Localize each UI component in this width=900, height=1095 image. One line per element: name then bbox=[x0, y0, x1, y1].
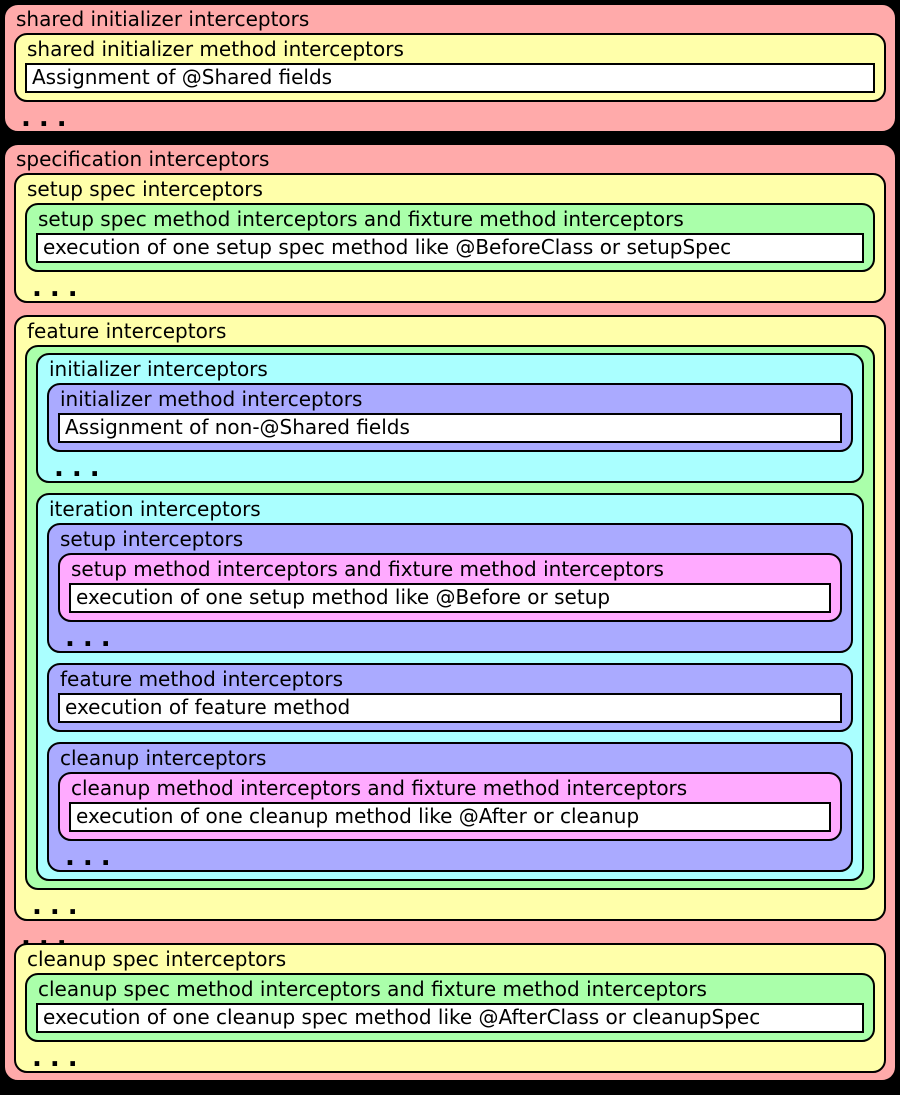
setup-action: execution of one setup method like @Befo… bbox=[69, 583, 831, 613]
shared-initializer-action: Assignment of @Shared fields bbox=[25, 63, 875, 93]
feature-interceptors-label: feature interceptors bbox=[27, 319, 227, 343]
setup-method-interceptors-box: setup method interceptors and fixture me… bbox=[58, 553, 842, 622]
feature-interceptors-box: feature interceptors initializer interce… bbox=[14, 315, 886, 921]
ellipsis: ... bbox=[65, 623, 119, 653]
iteration-interceptors-label: iteration interceptors bbox=[49, 497, 261, 521]
interceptor-diagram: shared initializer interceptors shared i… bbox=[0, 3, 900, 1082]
cleanup-spec-interceptors-box: cleanup spec interceptors cleanup spec m… bbox=[14, 943, 886, 1073]
iteration-interceptors-box: iteration interceptors setup interceptor… bbox=[36, 493, 864, 881]
ellipsis: ... bbox=[54, 453, 108, 483]
setup-spec-method-interceptors-box: setup spec method interceptors and fixtu… bbox=[25, 203, 875, 272]
shared-initializer-method-interceptors-box: shared initializer method interceptors A… bbox=[14, 33, 886, 102]
cleanup-action: execution of one cleanup method like @Af… bbox=[69, 802, 831, 832]
shared-initializer-method-interceptors-label: shared initializer method interceptors bbox=[27, 37, 404, 61]
cleanup-spec-method-interceptors-box: cleanup spec method interceptors and fix… bbox=[25, 973, 875, 1042]
setup-spec-interceptors-box: setup spec interceptors setup spec metho… bbox=[14, 173, 886, 303]
cleanup-method-interceptors-box: cleanup method interceptors and fixture … bbox=[58, 772, 842, 841]
ellipsis: ... bbox=[32, 891, 86, 921]
specification-interceptors-box: specification interceptors setup spec in… bbox=[3, 143, 897, 1082]
cleanup-interceptors-label: cleanup interceptors bbox=[60, 746, 267, 770]
setup-interceptors-label: setup interceptors bbox=[60, 527, 244, 551]
shared-initializer-interceptors-box: shared initializer interceptors shared i… bbox=[3, 3, 897, 133]
feature-method-interceptors-box: feature method interceptors execution of… bbox=[47, 663, 853, 732]
initializer-interceptors-label: initializer interceptors bbox=[49, 357, 268, 381]
specification-interceptors-label: specification interceptors bbox=[16, 147, 270, 171]
setup-spec-interceptors-label: setup spec interceptors bbox=[27, 177, 263, 201]
shared-initializer-interceptors-label: shared initializer interceptors bbox=[16, 7, 310, 31]
cleanup-spec-method-interceptors-label: cleanup spec method interceptors and fix… bbox=[38, 977, 707, 1001]
initializer-method-interceptors-label: initializer method interceptors bbox=[60, 387, 363, 411]
initializer-method-interceptors-box: initializer method interceptors Assignme… bbox=[47, 383, 853, 452]
setup-interceptors-box: setup interceptors setup method intercep… bbox=[47, 523, 853, 653]
feature-iteration-group-box: initializer interceptors initializer met… bbox=[25, 345, 875, 890]
cleanup-interceptors-box: cleanup interceptors cleanup method inte… bbox=[47, 742, 853, 872]
cleanup-spec-interceptors-label: cleanup spec interceptors bbox=[27, 947, 287, 971]
initializer-action: Assignment of non-@Shared fields bbox=[58, 413, 842, 443]
ellipsis: ... bbox=[21, 922, 75, 952]
feature-method-interceptors-label: feature method interceptors bbox=[60, 667, 344, 691]
feature-method-action: execution of feature method bbox=[58, 693, 842, 723]
cleanup-method-interceptors-label: cleanup method interceptors and fixture … bbox=[71, 776, 688, 800]
ellipsis: ... bbox=[65, 842, 119, 872]
ellipsis: ... bbox=[32, 273, 86, 303]
ellipsis: ... bbox=[32, 1043, 86, 1073]
cleanup-spec-action: execution of one cleanup spec method lik… bbox=[36, 1003, 864, 1033]
setup-spec-action: execution of one setup spec method like … bbox=[36, 233, 864, 263]
ellipsis: ... bbox=[21, 103, 75, 133]
initializer-interceptors-box: initializer interceptors initializer met… bbox=[36, 353, 864, 483]
setup-spec-method-interceptors-label: setup spec method interceptors and fixtu… bbox=[38, 207, 684, 231]
setup-method-interceptors-label: setup method interceptors and fixture me… bbox=[71, 557, 664, 581]
